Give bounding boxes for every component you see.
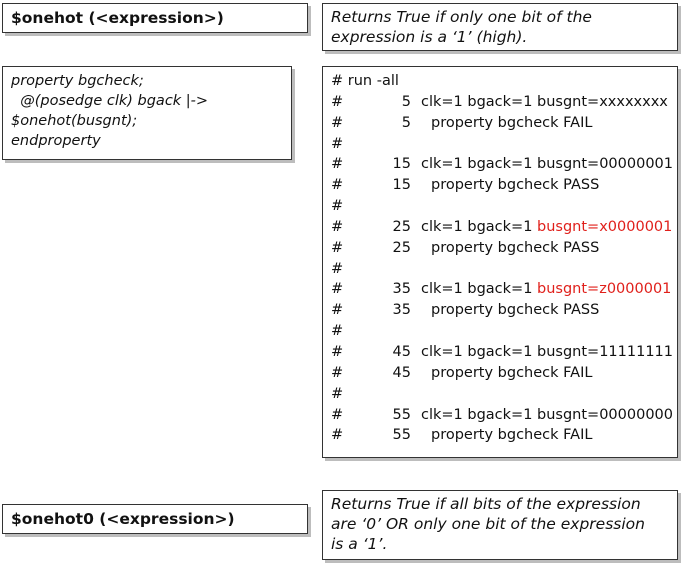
log-hash: #	[331, 93, 344, 110]
log-hash: #	[331, 385, 344, 402]
log-hash: #	[331, 323, 344, 340]
log-busgnt-value: busgnt=00000001	[537, 156, 674, 173]
log-busgnt-value: busgnt=11111111	[537, 343, 674, 360]
simulation-log-box: # run -all #5 clk=1 bgack=1 busgnt=xxxxxx…	[322, 66, 678, 458]
onehot-signature-box: $onehot (<expression>)	[2, 3, 308, 33]
log-hash: #	[331, 218, 344, 235]
log-body: #5 clk=1 bgack=1 busgnt=xxxxxxxx #5 propert…	[331, 92, 673, 446]
log-hash: #	[331, 260, 344, 277]
log-value-line: #25 clk=1 bgack=1 busgnt=x0000001	[331, 217, 672, 238]
log-separator-line: #	[331, 196, 669, 217]
log-signal-values: clk=1 bgack=1 busgnt=x0000001	[421, 217, 672, 238]
log-command-line: # run -all	[331, 71, 669, 92]
log-result-line: #15 property bgcheck PASS	[331, 175, 669, 196]
log-separator-line: #	[331, 259, 669, 280]
log-result: property bgcheck PASS	[431, 177, 600, 194]
onehot-signature: $onehot (<expression>)	[11, 9, 224, 27]
log-separator-line: #	[331, 134, 669, 155]
log-result-line: #25 property bgcheck PASS	[331, 238, 669, 259]
onehot-description-box: Returns True if only one bit of the expr…	[322, 3, 678, 51]
log-signal-values: clk=1 bgack=1 busgnt=xxxxxxxx	[421, 92, 668, 113]
log-signal-prefix: clk=1 bgack=1	[421, 156, 538, 173]
log-hash: #	[331, 427, 344, 444]
log-separator-line: #	[331, 321, 669, 342]
log-signal-values: clk=1 bgack=1 busgnt=z0000001	[421, 279, 671, 300]
log-signal-prefix: clk=1 bgack=1	[421, 343, 538, 360]
log-time: 5	[401, 114, 411, 131]
log-busgnt-value: busgnt=xxxxxxxx	[537, 93, 668, 110]
log-signal-values: clk=1 bgack=1 busgnt=00000000	[421, 405, 673, 426]
onehot0-description-line: are ‘0’ OR only one bit of the expressio…	[331, 515, 645, 533]
log-hash: #	[331, 135, 344, 152]
onehot0-signature: $onehot0 (<expression>)	[11, 510, 235, 528]
log-hash: #	[331, 302, 344, 319]
log-value-line: #45 clk=1 bgack=1 busgnt=11111111	[331, 342, 673, 363]
log-result-line: #55 property bgcheck FAIL	[331, 425, 669, 446]
log-value-line: #5 clk=1 bgack=1 busgnt=xxxxxxxx	[331, 92, 669, 113]
log-result: property bgcheck FAIL	[431, 364, 593, 381]
code-line: @(posedge clk) bgack |->	[11, 93, 209, 109]
code-line: property bgcheck;	[11, 73, 144, 89]
log-hash: #	[331, 281, 344, 298]
log-time: 35	[392, 281, 411, 298]
log-time: 25	[392, 218, 411, 235]
log-time: 15	[392, 177, 411, 194]
log-value-line: #35 clk=1 bgack=1 busgnt=z0000001	[331, 279, 671, 300]
log-signal-values: clk=1 bgack=1 busgnt=11111111	[421, 342, 673, 363]
log-signal-prefix: clk=1 bgack=1	[421, 281, 538, 298]
property-code-box: property bgcheck; @(posedge clk) bgack |…	[2, 66, 292, 160]
code-line: endproperty	[11, 133, 101, 149]
log-hash: #	[331, 198, 344, 215]
log-busgnt-value: busgnt=00000000	[537, 406, 674, 423]
log-signal-prefix: clk=1 bgack=1	[421, 406, 538, 423]
log-busgnt-value: busgnt=z0000001	[537, 281, 672, 298]
onehot0-description-line: is a ‘1’.	[331, 535, 388, 553]
log-hash: #	[331, 406, 344, 423]
log-result-line: #35 property bgcheck PASS	[331, 300, 669, 321]
code-line: $onehot(busgnt);	[11, 113, 138, 129]
onehot-description-line: expression is a ‘1’ (high).	[331, 28, 528, 46]
log-result: property bgcheck PASS	[431, 239, 600, 256]
log-command: # run -all	[331, 73, 399, 89]
log-value-line: #55 clk=1 bgack=1 busgnt=00000000	[331, 405, 673, 426]
log-time: 55	[392, 406, 411, 423]
log-time: 55	[392, 427, 411, 444]
log-result: property bgcheck FAIL	[431, 114, 593, 131]
log-signal-values: clk=1 bgack=1 busgnt=00000001	[421, 154, 673, 175]
log-value-line: #15 clk=1 bgack=1 busgnt=00000001	[331, 154, 673, 175]
log-hash: #	[331, 239, 344, 256]
log-hash: #	[331, 156, 344, 173]
log-time: 5	[401, 93, 411, 110]
log-hash: #	[331, 177, 344, 194]
log-result-line: #45 property bgcheck FAIL	[331, 363, 669, 384]
log-hash: #	[331, 364, 344, 381]
log-signal-prefix: clk=1 bgack=1	[421, 93, 538, 110]
log-result: property bgcheck FAIL	[431, 427, 593, 444]
log-hash: #	[331, 114, 344, 131]
onehot0-signature-box: $onehot0 (<expression>)	[2, 504, 308, 534]
log-time: 25	[392, 239, 411, 256]
log-time: 35	[392, 302, 411, 319]
onehot-description-line: Returns True if only one bit of the	[331, 8, 592, 26]
log-result: property bgcheck PASS	[431, 302, 600, 319]
log-result-line: #5 property bgcheck FAIL	[331, 113, 669, 134]
log-time: 45	[392, 343, 411, 360]
log-signal-prefix: clk=1 bgack=1	[421, 218, 538, 235]
onehot0-description-box: Returns True if all bits of the expressi…	[322, 490, 678, 560]
log-time: 45	[392, 364, 411, 381]
onehot0-description-line: Returns True if all bits of the expressi…	[331, 495, 641, 513]
log-hash: #	[331, 343, 344, 360]
log-time: 15	[392, 156, 411, 173]
log-separator-line: #	[331, 384, 669, 405]
log-busgnt-value: busgnt=x0000001	[537, 218, 673, 235]
